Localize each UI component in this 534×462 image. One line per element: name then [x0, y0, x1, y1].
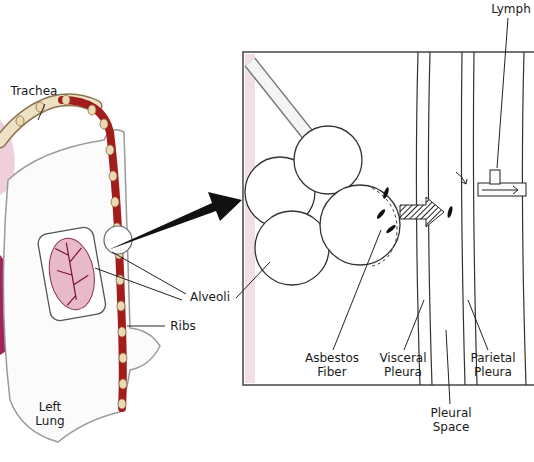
part-label: Left Lung [30, 400, 70, 428]
leader-line [446, 330, 450, 404]
rib-segment [117, 301, 125, 311]
bronchiole-branches [52, 240, 92, 306]
zoom-arrow [108, 192, 242, 250]
flow-arrow [456, 172, 467, 184]
leader-line [38, 104, 45, 120]
rib-segment [118, 399, 126, 409]
fiber [447, 206, 454, 219]
alveoli-tissue [44, 235, 100, 314]
fiber [382, 187, 390, 200]
parietal-pleura-line [461, 52, 465, 385]
leader-line [333, 230, 381, 350]
cartilage-ring [62, 95, 70, 105]
leader-line [236, 262, 270, 298]
rib-segment [100, 119, 108, 129]
part-label: Asbestos Fiber [300, 351, 364, 379]
rib-segment [111, 197, 119, 207]
part-label: Lymph [488, 2, 534, 16]
alveoli-cluster [245, 126, 400, 285]
alveolus [255, 211, 329, 285]
tissue-boundary [522, 52, 526, 385]
leader-lines [38, 18, 508, 404]
part-label: Trachea [2, 84, 66, 98]
leader-line [468, 300, 488, 350]
alveolus [320, 185, 400, 265]
leader-line [112, 252, 186, 294]
bronchiole-tube [250, 62, 312, 140]
part-label: Ribs [163, 319, 203, 333]
lung-outline [3, 130, 160, 442]
alveolar-wall [372, 188, 397, 266]
leader-line [497, 18, 508, 168]
lung-section [37, 226, 107, 322]
flow-arrow [482, 186, 518, 194]
rib-segment [109, 171, 117, 181]
cartilage-ring [36, 102, 44, 112]
rib-segment [88, 105, 96, 115]
lymph-tube [490, 170, 500, 184]
section-frame [37, 226, 107, 322]
cartilage-ring [16, 116, 24, 126]
rib-segment [106, 145, 114, 155]
fiber [376, 208, 387, 220]
zoom-panel [243, 52, 534, 385]
alveolus-bubble [104, 226, 132, 254]
tissue-shade [245, 54, 255, 383]
part-label: Parietal Pleura [460, 351, 526, 379]
part-label: Alveoli [180, 290, 240, 304]
fiber [385, 224, 397, 235]
rib-segment [118, 327, 126, 337]
asbestos-fibers [376, 187, 454, 235]
lymph-vessel [456, 170, 526, 196]
part-label: Pleural Space [424, 406, 478, 434]
lymph-tube [478, 183, 526, 196]
rib-segment [119, 353, 127, 363]
parietal-pleura-line [473, 52, 477, 385]
rib-segment [119, 379, 127, 389]
leader-line [404, 300, 424, 350]
migration-arrow [400, 197, 444, 227]
part-label: Visceral Pleura [374, 351, 432, 379]
bronchiole-tube [250, 62, 312, 140]
alveolus [294, 126, 362, 194]
leader-line [127, 326, 165, 327]
